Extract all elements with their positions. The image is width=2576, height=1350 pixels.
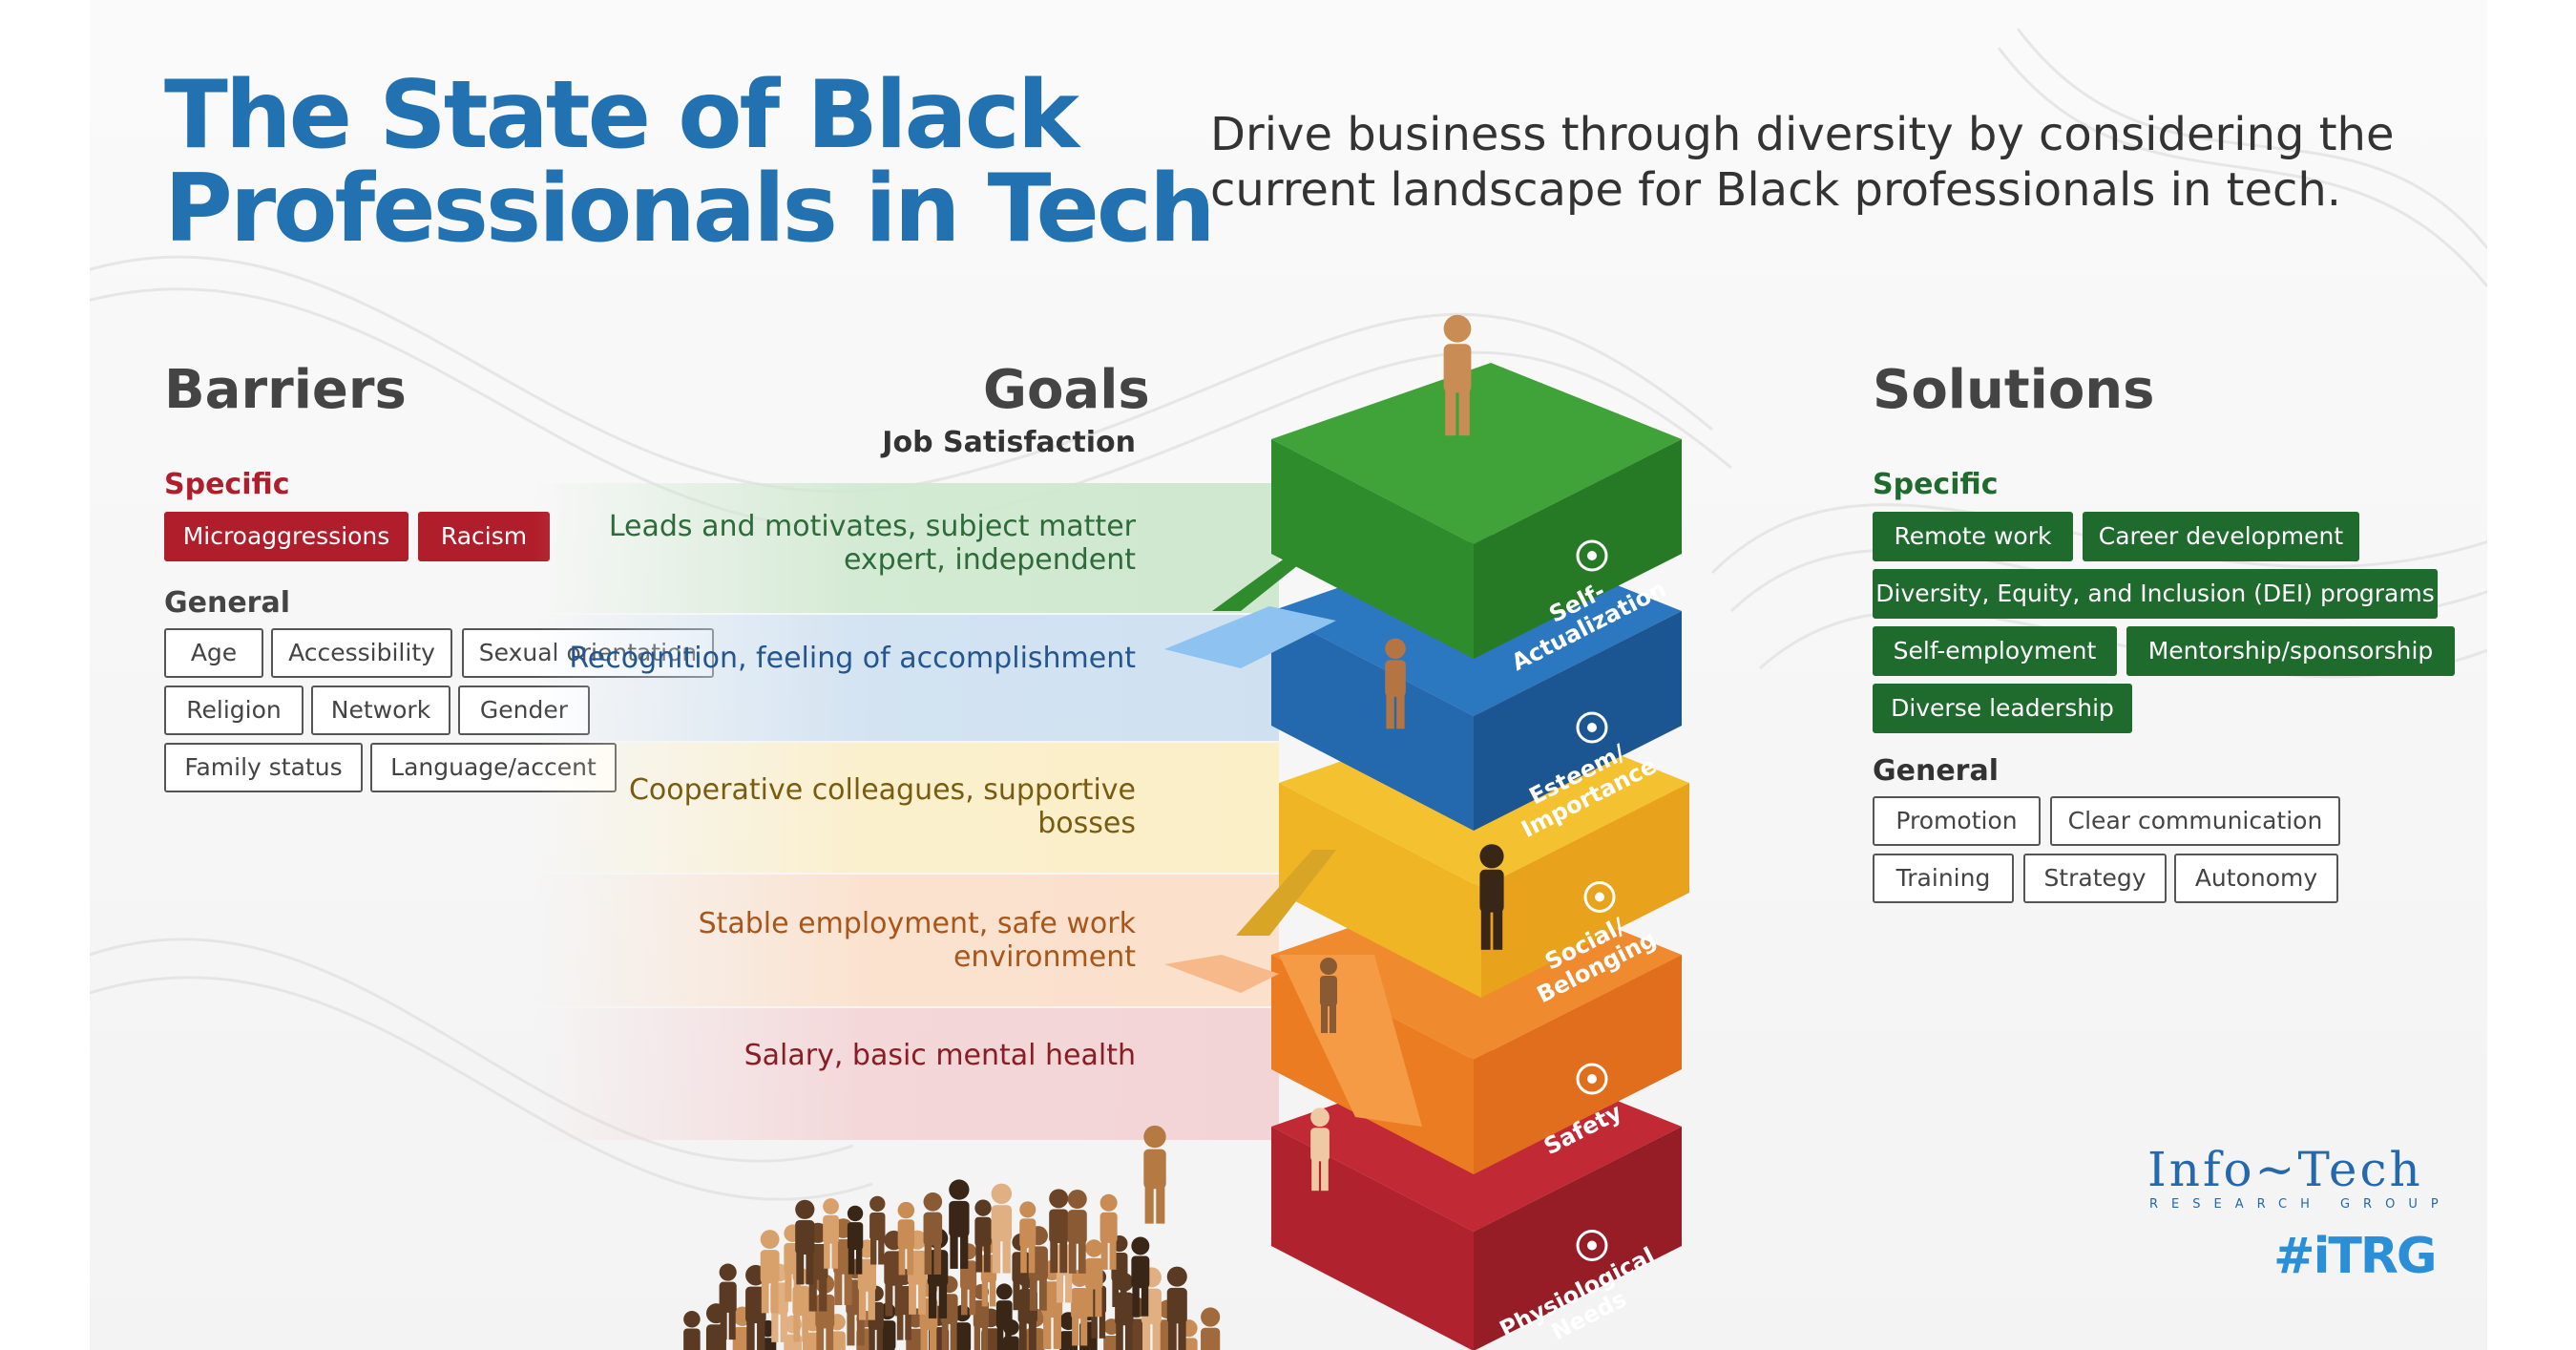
tag-family-status: Family status [164, 743, 363, 792]
crowd-person [823, 1198, 839, 1269]
tag-network: Network [311, 686, 450, 735]
doctor-icon [1576, 1230, 1608, 1261]
block-right-face [1481, 783, 1689, 998]
faces-icon [1576, 711, 1608, 744]
figure-door-person [1143, 1125, 1166, 1224]
block-right-face [1474, 439, 1682, 659]
goal-text-5: Salary, basic mental health [743, 1039, 1136, 1072]
barriers-general-label: General [164, 586, 290, 620]
lightbulb-icon [1576, 539, 1608, 572]
crowd-person [1085, 1239, 1103, 1318]
goal-band-1 [534, 483, 1279, 613]
barriers-heading: Barriers [164, 359, 407, 421]
crowd-person [991, 1183, 1013, 1274]
crowd-person [949, 1179, 970, 1269]
crowd-person [1071, 1269, 1089, 1346]
ramp-green [1212, 535, 1336, 611]
title-line-2: Professionals in Tech [164, 155, 1216, 264]
tag-career-development: Career development [2083, 512, 2359, 561]
goal-text-2: Recognition, feeling of accomplishment [569, 642, 1136, 675]
page-subtitle: Drive business through diversity by cons… [1210, 108, 2395, 217]
goal-band-5 [534, 1008, 1279, 1140]
crowd-person [1049, 1189, 1069, 1274]
goal-text-1: Leads and motivates, subject matter expe… [608, 510, 1136, 577]
tag-religion: Religion [164, 686, 304, 735]
crowd-person [1201, 1307, 1221, 1350]
goal-text-3: Cooperative colleagues, supportive bosse… [628, 773, 1136, 840]
title-line-1: The State of Black [164, 61, 1079, 170]
crowd-person [869, 1195, 886, 1265]
tag-accessibility: Accessibility [271, 628, 452, 678]
block-right-face [1474, 1127, 1682, 1350]
infotech-logo: Info~Tech [2147, 1142, 2423, 1197]
goals-subheading: Job Satisfaction [882, 426, 1136, 459]
shield-icon [1576, 1063, 1608, 1095]
tag-self-employment: Self-employment [1873, 626, 2117, 676]
tag-promotion: Promotion [1873, 796, 2041, 846]
figure-physiological-person [1310, 1107, 1330, 1192]
figure-top-person [1443, 314, 1472, 436]
ramp-blue [1164, 606, 1336, 668]
tag-diverse-leadership: Diverse leadership [1873, 684, 2132, 733]
goal-band-4 [534, 875, 1279, 1006]
block-right-face [1474, 955, 1682, 1174]
tag-microaggressions: Microaggressions [164, 512, 408, 561]
tag-clear-communication: Clear communication [2050, 796, 2340, 846]
crowd-person [719, 1263, 737, 1340]
crowd-person [1166, 1266, 1187, 1350]
solutions-heading: Solutions [1873, 359, 2155, 421]
block-top-face [1271, 363, 1682, 544]
barriers-specific-label: Specific [164, 468, 290, 501]
itrg-hashtag: #iTRG [2273, 1228, 2438, 1285]
crowd-person [923, 1192, 943, 1275]
infotech-logo-tagline: RESEARCH GROUP [2149, 1197, 2452, 1212]
goals-heading: Goals [983, 359, 1150, 421]
crowd-person [847, 1205, 864, 1275]
crowd-person [1100, 1193, 1118, 1270]
block-right-face [1474, 611, 1682, 831]
ramp-yellow [1236, 850, 1336, 936]
crowd-person [683, 1311, 701, 1350]
tag-age: Age [164, 628, 263, 678]
page-title: The State of Black Professionals in Tech [164, 69, 1233, 256]
tag-training: Training [1873, 854, 2014, 903]
crowd-person [897, 1201, 915, 1276]
tag-autonomy: Autonomy [2174, 854, 2338, 903]
solutions-general-label: General [1873, 754, 1999, 788]
solutions-specific-label: Specific [1873, 468, 1999, 501]
crowd-person [795, 1199, 815, 1285]
crowd-person [995, 1283, 1013, 1350]
figure-social-person [1479, 844, 1504, 950]
tag-strategy: Strategy [2023, 854, 2167, 903]
tag-diversity-equity-and-inclusion-dei-programs: Diversity, Equity, and Inclusion (DEI) p… [1873, 569, 2438, 619]
figure-esteem-person [1385, 638, 1406, 729]
block-left-face [1271, 611, 1474, 831]
tag-mentorship-sponsorship: Mentorship/sponsorship [2126, 626, 2455, 676]
goal-text-4: Stable employment, safe work environment [698, 907, 1136, 974]
group-icon [1583, 881, 1616, 913]
tag-remote-work: Remote work [1873, 512, 2073, 561]
crowd-person [760, 1230, 780, 1314]
ramp-orange [1164, 955, 1279, 993]
ramp-orange-slide [1279, 955, 1422, 1127]
goal-band-2 [534, 615, 1279, 741]
goal-band-3 [534, 743, 1279, 873]
figure-safety-person [1320, 958, 1337, 1033]
block-left-face [1279, 783, 1481, 998]
crowd-person [1131, 1236, 1150, 1317]
block-left-face [1271, 439, 1474, 659]
crowd-person [1019, 1201, 1037, 1274]
crowd-person [974, 1199, 992, 1273]
crowd-person [745, 1264, 766, 1350]
crowd-person [1067, 1189, 1087, 1274]
